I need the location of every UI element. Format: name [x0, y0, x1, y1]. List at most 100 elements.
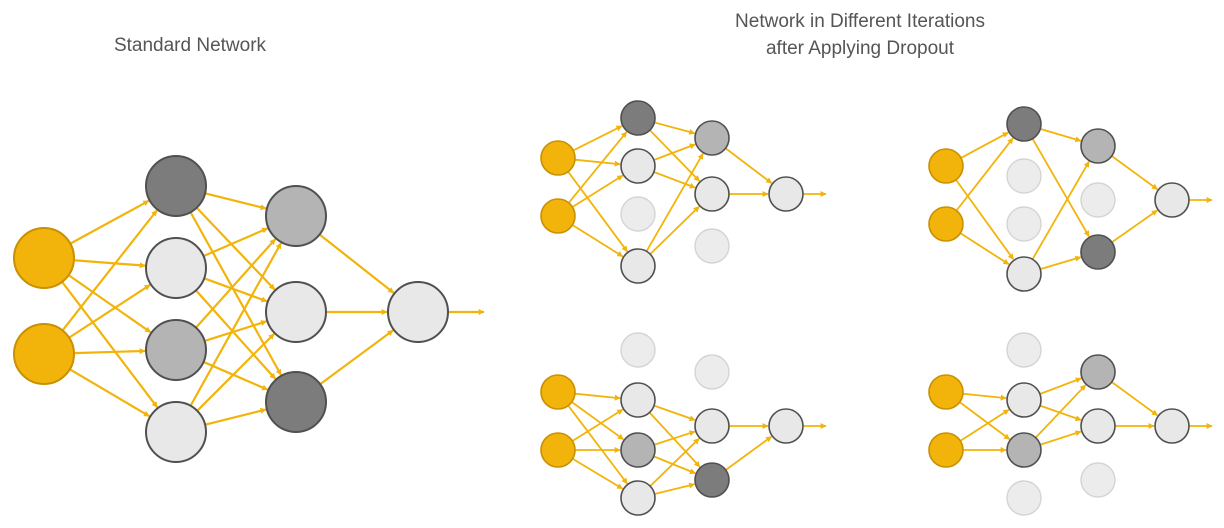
hidden-node	[620, 432, 656, 468]
edge-h1-2-to-h2-1	[653, 430, 696, 446]
hidden-node	[145, 401, 207, 463]
network-iteration-1	[540, 100, 827, 284]
hidden-node	[620, 382, 656, 418]
dropped-node	[1006, 158, 1042, 194]
edge-in-1-to-h1-0	[61, 209, 158, 332]
hidden-node	[694, 462, 730, 498]
output-node	[768, 408, 804, 444]
network-iteration-4	[928, 332, 1213, 516]
input-node	[540, 374, 576, 410]
dropped-node	[1006, 480, 1042, 516]
edge-h1-2-to-h2-2	[203, 360, 269, 391]
edge-h1-3-to-h2-0	[1031, 161, 1090, 260]
edge-h1-1-to-h2-1	[653, 171, 696, 189]
edge-h1-3-to-h2-2	[654, 482, 696, 495]
edge-h1-1-to-h2-2	[195, 289, 277, 380]
edge-h1-1-to-h2-0	[203, 227, 269, 258]
input-node	[13, 227, 75, 289]
dropout-title-line-2: after Applying Dropout	[765, 38, 954, 59]
hidden-node	[694, 120, 730, 156]
edge-h2-0-to-out	[1111, 381, 1158, 417]
dropped-node	[1080, 462, 1116, 498]
edge-in-1-to-h1-1	[68, 284, 151, 339]
edge-in-0-to-h1-3	[61, 281, 159, 408]
edge-h1-0-to-h2-2	[189, 211, 282, 376]
edge-in-1-to-h1-3	[69, 368, 150, 418]
edge-in-1-to-h1-0	[568, 131, 628, 204]
hidden-node	[620, 480, 656, 516]
edge-in-0-to-h1-1	[73, 259, 146, 269]
edge-h1-1-to-h2-1	[203, 277, 268, 303]
edge-h1-3-to-h2-0	[645, 153, 704, 252]
hidden-node	[1006, 256, 1042, 292]
dropped-node	[694, 354, 730, 390]
edge-in-0-to-h1-3	[955, 179, 1015, 260]
hidden-node	[620, 148, 656, 184]
dropout-title: Network in Different Iterations after Ap…	[640, 8, 1080, 62]
input-node	[540, 198, 576, 234]
edge-in-1-to-h1-0	[955, 137, 1014, 212]
edge-in-0-to-h1-2	[67, 274, 152, 334]
edge-in-1-to-h1-2	[73, 348, 146, 355]
dropped-node	[1006, 206, 1042, 242]
edge-h1-2-to-h2-1	[204, 320, 268, 342]
hidden-node	[145, 319, 207, 381]
edge-h1-3-to-h2-1	[196, 333, 275, 412]
edge-in-1-to-h1-1	[571, 408, 624, 442]
edge-h1-0-to-h2-0	[204, 192, 267, 211]
edge-in-0-to-h1-1	[574, 392, 621, 401]
input-node	[928, 148, 964, 184]
input-node	[540, 140, 576, 176]
hidden-node	[265, 185, 327, 247]
edge-h1-2-to-h2-0	[1035, 384, 1087, 439]
edge-h2-2-to-out	[319, 329, 394, 386]
edge-h2-2-to-out	[1111, 209, 1158, 243]
edge-in-0-to-h1-0	[572, 125, 623, 152]
edge-in-1-to-h1-3	[571, 224, 624, 258]
edge-in-0-to-h1-1	[962, 392, 1007, 401]
hidden-node	[1006, 432, 1042, 468]
edge-h1-3-to-h2-2	[1040, 255, 1082, 271]
edge-h1-0-to-h2-2	[1031, 138, 1090, 237]
hidden-node	[694, 176, 730, 212]
network-iteration-3	[540, 332, 827, 516]
input-node	[928, 432, 964, 468]
output-node	[387, 281, 449, 343]
hidden-node	[1006, 382, 1042, 418]
edge-in-1-to-h1-1	[571, 174, 624, 208]
input-node	[540, 432, 576, 468]
edge-h1-3-to-h2-1	[649, 205, 700, 255]
edge-in-0-to-h1-3	[567, 405, 628, 485]
edge-h1-3-to-h2-1	[649, 437, 700, 487]
hidden-node	[1080, 354, 1116, 390]
hidden-node	[265, 371, 327, 433]
edge-in-0-to-h1-0	[69, 199, 150, 245]
edge-in-0-to-h1-2	[571, 401, 624, 441]
input-node	[928, 374, 964, 410]
dropped-node	[694, 228, 730, 264]
hidden-node	[620, 100, 656, 136]
output-node	[768, 176, 804, 212]
edge-h2-0-to-out	[1111, 155, 1158, 191]
edge-h2-2-to-out	[725, 435, 772, 471]
hidden-node	[1006, 106, 1042, 142]
edge-in-0-to-h1-3	[567, 171, 629, 253]
output-node	[1154, 182, 1190, 218]
dropped-node	[620, 196, 656, 232]
standard-network-title: Standard Network	[113, 35, 267, 56]
edge-h1-2-to-h2-2	[653, 455, 696, 475]
edge-in-0-to-h1-2	[959, 401, 1011, 440]
edge-h1-1-to-h2-1	[1039, 404, 1082, 422]
edge-in-0-to-h1-1	[574, 158, 621, 167]
hidden-node	[265, 281, 327, 343]
edge-h1-2-to-h2-1	[1039, 430, 1082, 446]
hidden-node	[145, 155, 207, 217]
network-iteration-2	[928, 106, 1213, 292]
hidden-node	[620, 248, 656, 284]
dropout-title-line-1: Network in Different Iterations	[735, 11, 985, 32]
edge-in-1-to-h1-3	[572, 457, 624, 490]
edge-h2-0-to-out	[725, 147, 773, 184]
dropped-node	[620, 332, 656, 368]
input-node	[928, 206, 964, 242]
